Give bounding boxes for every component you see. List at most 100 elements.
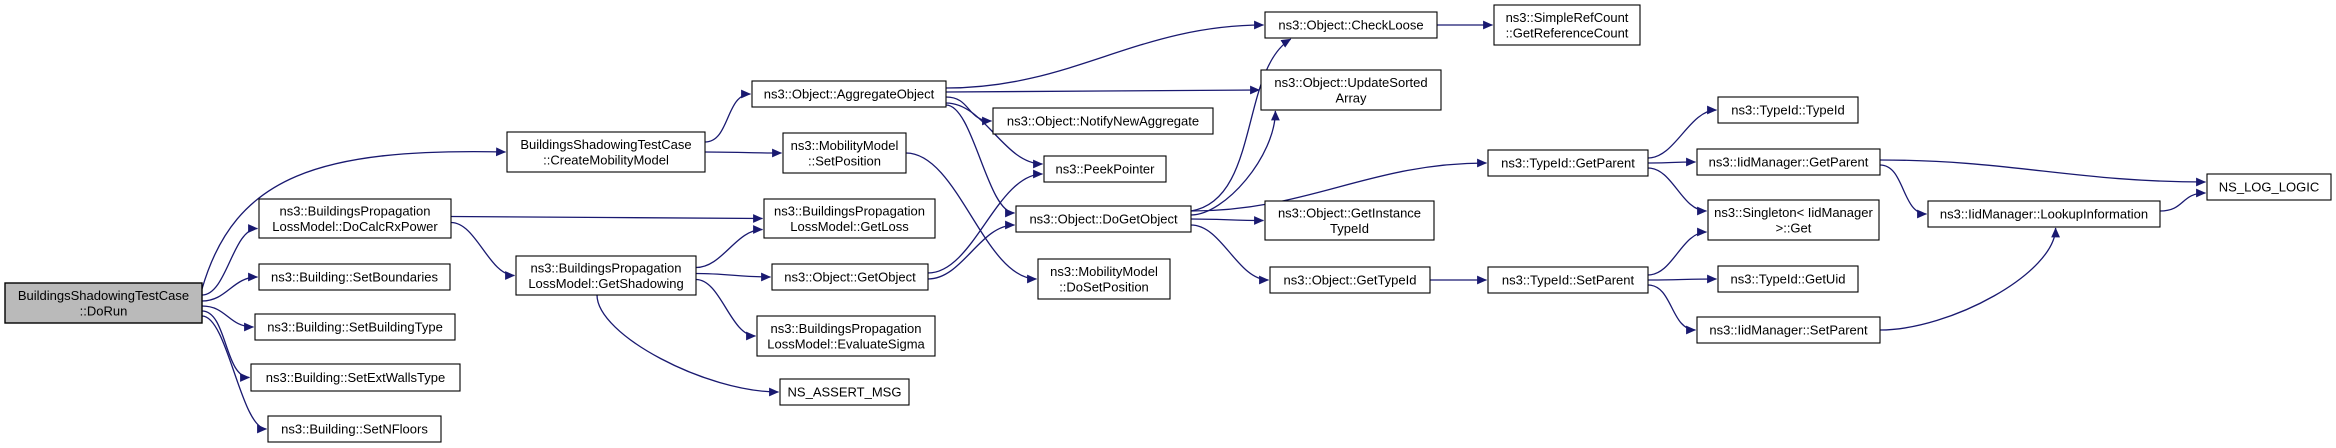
node-box[interactable] <box>782 132 907 174</box>
graph-node-aggregate-object[interactable]: ns3::Object::AggregateObject <box>751 80 947 108</box>
node-label: ns3::TypeId::TypeId <box>1731 103 1844 118</box>
node-box[interactable] <box>1487 149 1649 177</box>
graph-node-typeid-get-parent[interactable]: ns3::TypeId::GetParent <box>1487 149 1649 177</box>
node-label-line: BuildingsShadowingTestCase <box>18 288 189 303</box>
node-box[interactable] <box>1493 4 1641 46</box>
node-label-line: ns3::IidManager::SetParent <box>1709 323 1868 338</box>
node-box[interactable] <box>1717 265 1859 293</box>
graph-node-peek-pointer[interactable]: ns3::PeekPointer <box>1043 155 1167 183</box>
node-box[interactable] <box>506 131 706 173</box>
node-box[interactable] <box>254 313 456 341</box>
node-box[interactable] <box>1707 199 1880 241</box>
node-label-line: ns3::IidManager::LookupInformation <box>1940 207 2148 222</box>
node-box[interactable] <box>771 263 929 291</box>
node-label-line: ns3::TypeId::SetParent <box>1502 273 1635 288</box>
graph-node-create-mobility-model[interactable]: BuildingsShadowingTestCase::CreateMobili… <box>506 131 706 173</box>
call-edge-typeid-get-parent--typeid-typeid <box>1647 105 1718 159</box>
node-box[interactable] <box>1260 69 1442 111</box>
node-box[interactable] <box>1015 205 1192 233</box>
node-box[interactable] <box>779 378 910 406</box>
node-label: ns3::IidManager::SetParent <box>1709 323 1868 338</box>
call-edge-get-object--do-get-object <box>927 220 1016 280</box>
call-edge-do-calc-rx-power--get-shadowing <box>450 221 516 280</box>
graph-node-singleton-get[interactable]: ns3::Singleton< IidManager>::Get <box>1707 199 1880 241</box>
graph-node-do-set-position[interactable]: ns3::MobilityModel::DoSetPosition <box>1037 258 1171 300</box>
highlighted-node-box[interactable] <box>4 282 203 324</box>
node-label-line: NS_ASSERT_MSG <box>788 385 902 400</box>
graph-node-typeid-set-parent[interactable]: ns3::TypeId::SetParent <box>1487 266 1649 294</box>
node-label-line: ns3::Object::AggregateObject <box>764 87 935 102</box>
node-label: ns3::TypeId::SetParent <box>1502 273 1635 288</box>
node-box[interactable] <box>1264 200 1435 241</box>
node-box[interactable] <box>250 363 461 392</box>
node-box[interactable] <box>1043 155 1167 183</box>
node-box[interactable] <box>1487 266 1649 294</box>
graph-node-do-run[interactable]: BuildingsShadowingTestCase::DoRun <box>4 282 203 324</box>
graph-node-notify-new-aggregate[interactable]: ns3::Object::NotifyNewAggregate <box>992 107 1214 135</box>
graph-node-iid-set-parent[interactable]: ns3::IidManager::SetParent <box>1696 316 1881 344</box>
graph-node-ns-assert-msg[interactable]: NS_ASSERT_MSG <box>779 378 910 406</box>
call-edge-do-run--set-boundaries <box>201 272 259 302</box>
graph-node-set-position[interactable]: ns3::MobilityModel::SetPosition <box>782 132 907 174</box>
node-label-line: ns3::SimpleRefCount <box>1506 10 1629 25</box>
node-label-line: ns3::MobilityModel <box>791 138 899 153</box>
graph-node-set-n-floors[interactable]: ns3::Building::SetNFloors <box>267 415 442 443</box>
node-label-line: ns3::Object::GetTypeId <box>1284 273 1417 288</box>
node-label: ns3::Building::SetNFloors <box>281 422 428 437</box>
graph-node-set-ext-walls-type[interactable]: ns3::Building::SetExtWallsType <box>250 363 461 392</box>
node-box[interactable] <box>2206 173 2332 201</box>
node-label-line: Array <box>1335 91 1367 106</box>
nodes-layer: BuildingsShadowingTestCase::DoRunBuildin… <box>4 4 2332 443</box>
graph-node-do-get-object[interactable]: ns3::Object::DoGetObject <box>1015 205 1192 233</box>
graph-node-get-reference-count[interactable]: ns3::SimpleRefCount::GetReferenceCount <box>1493 4 1641 46</box>
node-label: ns3::Object::GetTypeId <box>1284 273 1417 288</box>
node-box[interactable] <box>258 263 451 291</box>
graph-node-iid-get-parent[interactable]: ns3::IidManager::GetParent <box>1696 148 1881 176</box>
node-label-line: ::CreateMobilityModel <box>543 153 669 168</box>
call-edge-do-get-object--update-sorted-array <box>1190 110 1280 216</box>
graph-node-set-boundaries[interactable]: ns3::Building::SetBoundaries <box>258 263 451 291</box>
node-box[interactable] <box>992 107 1214 135</box>
graph-node-check-loose[interactable]: ns3::Object::CheckLoose <box>1264 11 1438 39</box>
node-box[interactable] <box>267 415 442 443</box>
graph-node-lookup-information[interactable]: ns3::IidManager::LookupInformation <box>1927 200 2161 228</box>
node-label: ns3::IidManager::LookupInformation <box>1940 207 2148 222</box>
node-label: NS_ASSERT_MSG <box>788 385 902 400</box>
node-box[interactable] <box>258 198 452 239</box>
graph-node-typeid-get-uid[interactable]: ns3::TypeId::GetUid <box>1717 265 1859 293</box>
graph-node-ns-log-logic[interactable]: NS_LOG_LOGIC <box>2206 173 2332 201</box>
node-label-line: ns3::Building::SetBoundaries <box>271 270 438 285</box>
graph-node-get-object[interactable]: ns3::Object::GetObject <box>771 263 929 291</box>
node-box[interactable] <box>763 198 936 239</box>
node-box[interactable] <box>1696 148 1881 176</box>
node-box[interactable] <box>1264 11 1438 39</box>
node-box[interactable] <box>1717 96 1859 124</box>
node-box[interactable] <box>1927 200 2161 228</box>
node-label: ns3::MobilityModel::DoSetPosition <box>1050 264 1158 295</box>
node-label-line: BuildingsShadowingTestCase <box>520 137 691 152</box>
node-box[interactable] <box>515 255 697 296</box>
node-box[interactable] <box>1037 258 1171 300</box>
node-label-line: LossModel::EvaluateSigma <box>767 337 925 352</box>
node-box[interactable] <box>756 315 936 357</box>
node-label-line: ns3::BuildingsPropagation <box>279 204 430 219</box>
graph-node-set-building-type[interactable]: ns3::Building::SetBuildingType <box>254 313 456 341</box>
graph-node-typeid-typeid[interactable]: ns3::TypeId::TypeId <box>1717 96 1859 124</box>
call-edge-aggregate-object--check-loose <box>945 20 1265 89</box>
node-box[interactable] <box>1269 266 1431 294</box>
node-box[interactable] <box>1696 316 1881 344</box>
node-box[interactable] <box>751 80 947 108</box>
node-label-line: ns3::Object::NotifyNewAggregate <box>1007 114 1199 129</box>
call-edge-typeid-get-parent--iid-get-parent <box>1647 157 1697 167</box>
graph-node-get-type-id[interactable]: ns3::Object::GetTypeId <box>1269 266 1431 294</box>
node-label: ns3::SimpleRefCount::GetReferenceCount <box>1506 10 1629 41</box>
node-label: ns3::TypeId::GetUid <box>1731 272 1846 287</box>
